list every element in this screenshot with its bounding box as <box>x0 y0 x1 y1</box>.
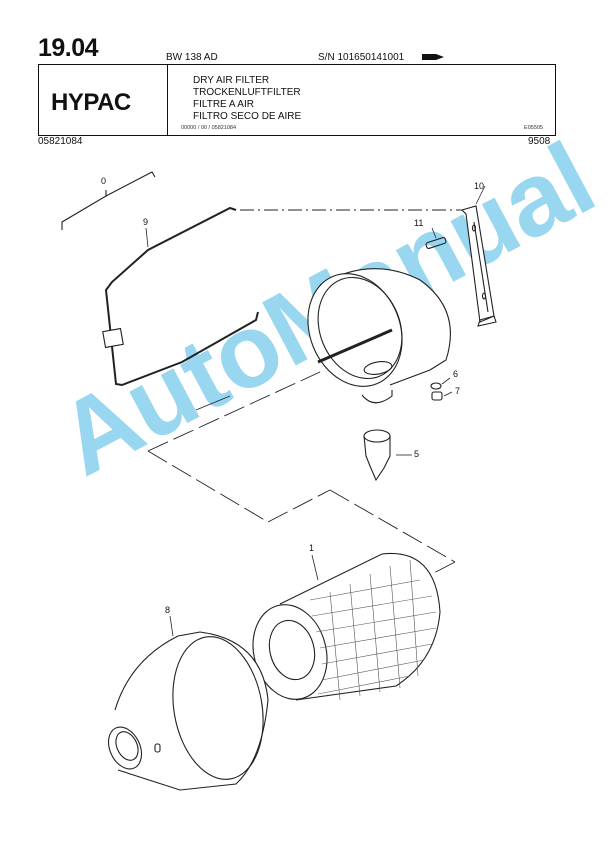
housing-cover-part-8 <box>107 615 269 791</box>
title-block: HYPAC DRY AIR FILTER TROCKENLUFTFILTER F… <box>38 64 556 136</box>
model-label: BW 138 AD <box>166 52 218 63</box>
callout-9: 9 <box>143 217 149 227</box>
callout-1: 1 <box>309 543 315 553</box>
filter-element-part-1 <box>252 552 441 701</box>
callout-7: 7 <box>455 386 461 396</box>
page-number: 19.04 <box>38 34 99 62</box>
callout-8: 8 <box>165 605 171 615</box>
dust-valve-part-5 <box>363 429 412 482</box>
assembly-bracket <box>61 171 156 230</box>
part-number: 05821084 <box>38 136 83 147</box>
title-de: TROCKENLUFTFILTER <box>193 87 301 98</box>
wire-clip-part-9 <box>102 206 259 387</box>
title-divider <box>167 65 168 135</box>
title-en: DRY AIR FILTER <box>193 75 270 86</box>
callout-10: 10 <box>474 181 485 191</box>
filter-housing <box>307 268 451 404</box>
doc-reference: 00000 / 00 / 05821084 <box>181 125 237 131</box>
title-list: DRY AIR FILTER TROCKENLUFTFILTER FILTRE … <box>193 75 301 123</box>
washer-nut-parts-6-7 <box>430 377 453 401</box>
doc-code: E05505 <box>524 125 543 131</box>
stud-part-11 <box>425 227 447 249</box>
assembly-outline <box>147 371 456 577</box>
title-fr: FILTRE A AIR <box>193 99 254 110</box>
date-code: 9508 <box>528 136 551 147</box>
callout-0: 0 <box>101 176 107 186</box>
callout-5: 5 <box>414 449 420 459</box>
brand-logo: HYPAC <box>51 89 131 116</box>
bracket-part-10 <box>460 185 497 327</box>
serial-number: S/N 101650141001 <box>318 52 405 63</box>
title-es: FILTRO SECO DE AIRE <box>193 111 302 122</box>
callout-11: 11 <box>414 218 424 228</box>
callout-6: 6 <box>453 369 459 379</box>
arrow-right-icon <box>422 54 444 60</box>
